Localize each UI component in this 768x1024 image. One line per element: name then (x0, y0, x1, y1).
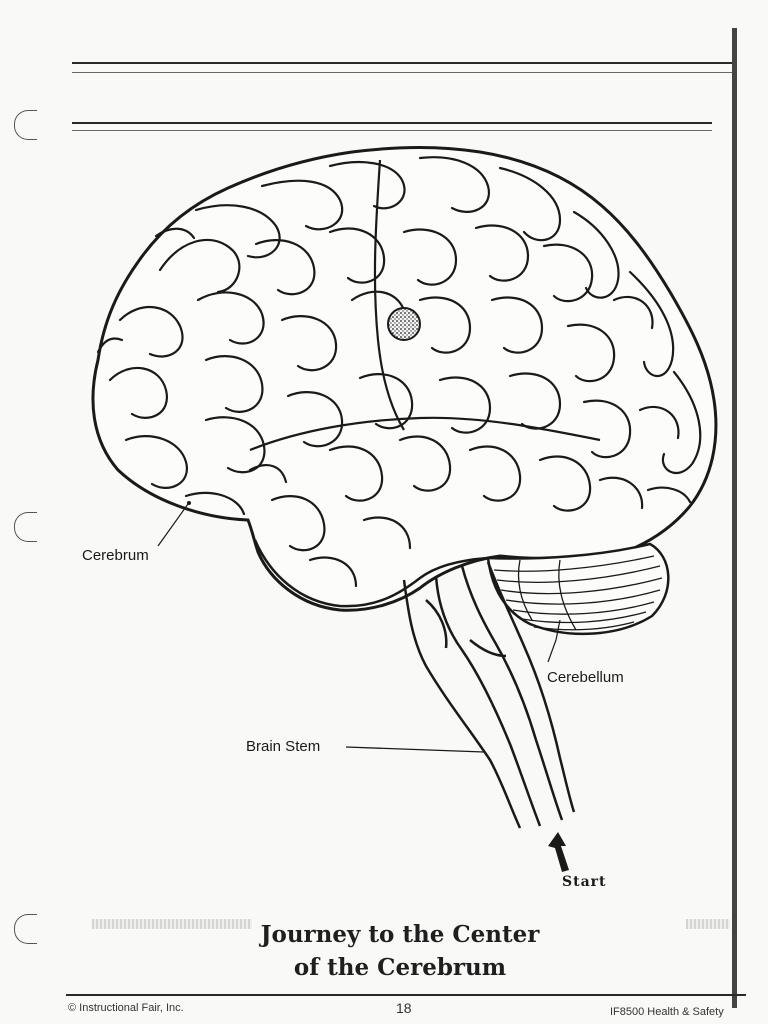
cerebellum-label: Cerebellum (547, 669, 624, 686)
writing-line-2 (72, 122, 712, 124)
scan-artifact-right (686, 919, 730, 929)
cerebrum-outline (91, 146, 718, 612)
maze-center-target (387, 307, 421, 341)
brain-stem-leader-line (345, 746, 485, 753)
binder-hole-top (14, 110, 37, 140)
brain-stem-label: Brain Stem (246, 738, 321, 755)
right-page-edge (732, 28, 737, 1008)
footer-rule (66, 994, 746, 996)
footer-publisher: © Instructional Fair, Inc. (68, 1002, 184, 1014)
cerebrum-leader-line (157, 503, 189, 547)
cerebellum-leader-line (547, 619, 561, 663)
footer-page-number: 18 (396, 1000, 412, 1016)
binder-hole-bottom (14, 914, 37, 944)
sulcus-lines (249, 159, 601, 452)
cerebrum-label: Cerebrum (82, 547, 149, 564)
temporal-lobe-edge (253, 539, 489, 608)
start-label: Start (562, 874, 607, 890)
worksheet-title-line1: Journey to the Center (260, 921, 540, 948)
scan-artifact-left (92, 919, 252, 929)
writing-line-1-shadow (72, 72, 736, 73)
worksheet-title-line2: of the Cerebrum (293, 954, 507, 981)
cerebrum-gyri (96, 156, 702, 588)
start-arrow-icon (548, 832, 569, 872)
writing-line-1 (72, 62, 736, 64)
writing-line-2-shadow (72, 130, 712, 131)
cerebrum-leader-dot (187, 501, 191, 505)
footer-book-title: IF8500 Health & Safety (610, 1006, 724, 1018)
binder-hole-middle (14, 512, 37, 542)
cerebellum-outline (486, 542, 670, 636)
brain-stem-channels (402, 561, 576, 829)
cerebellum-folds (493, 555, 663, 631)
